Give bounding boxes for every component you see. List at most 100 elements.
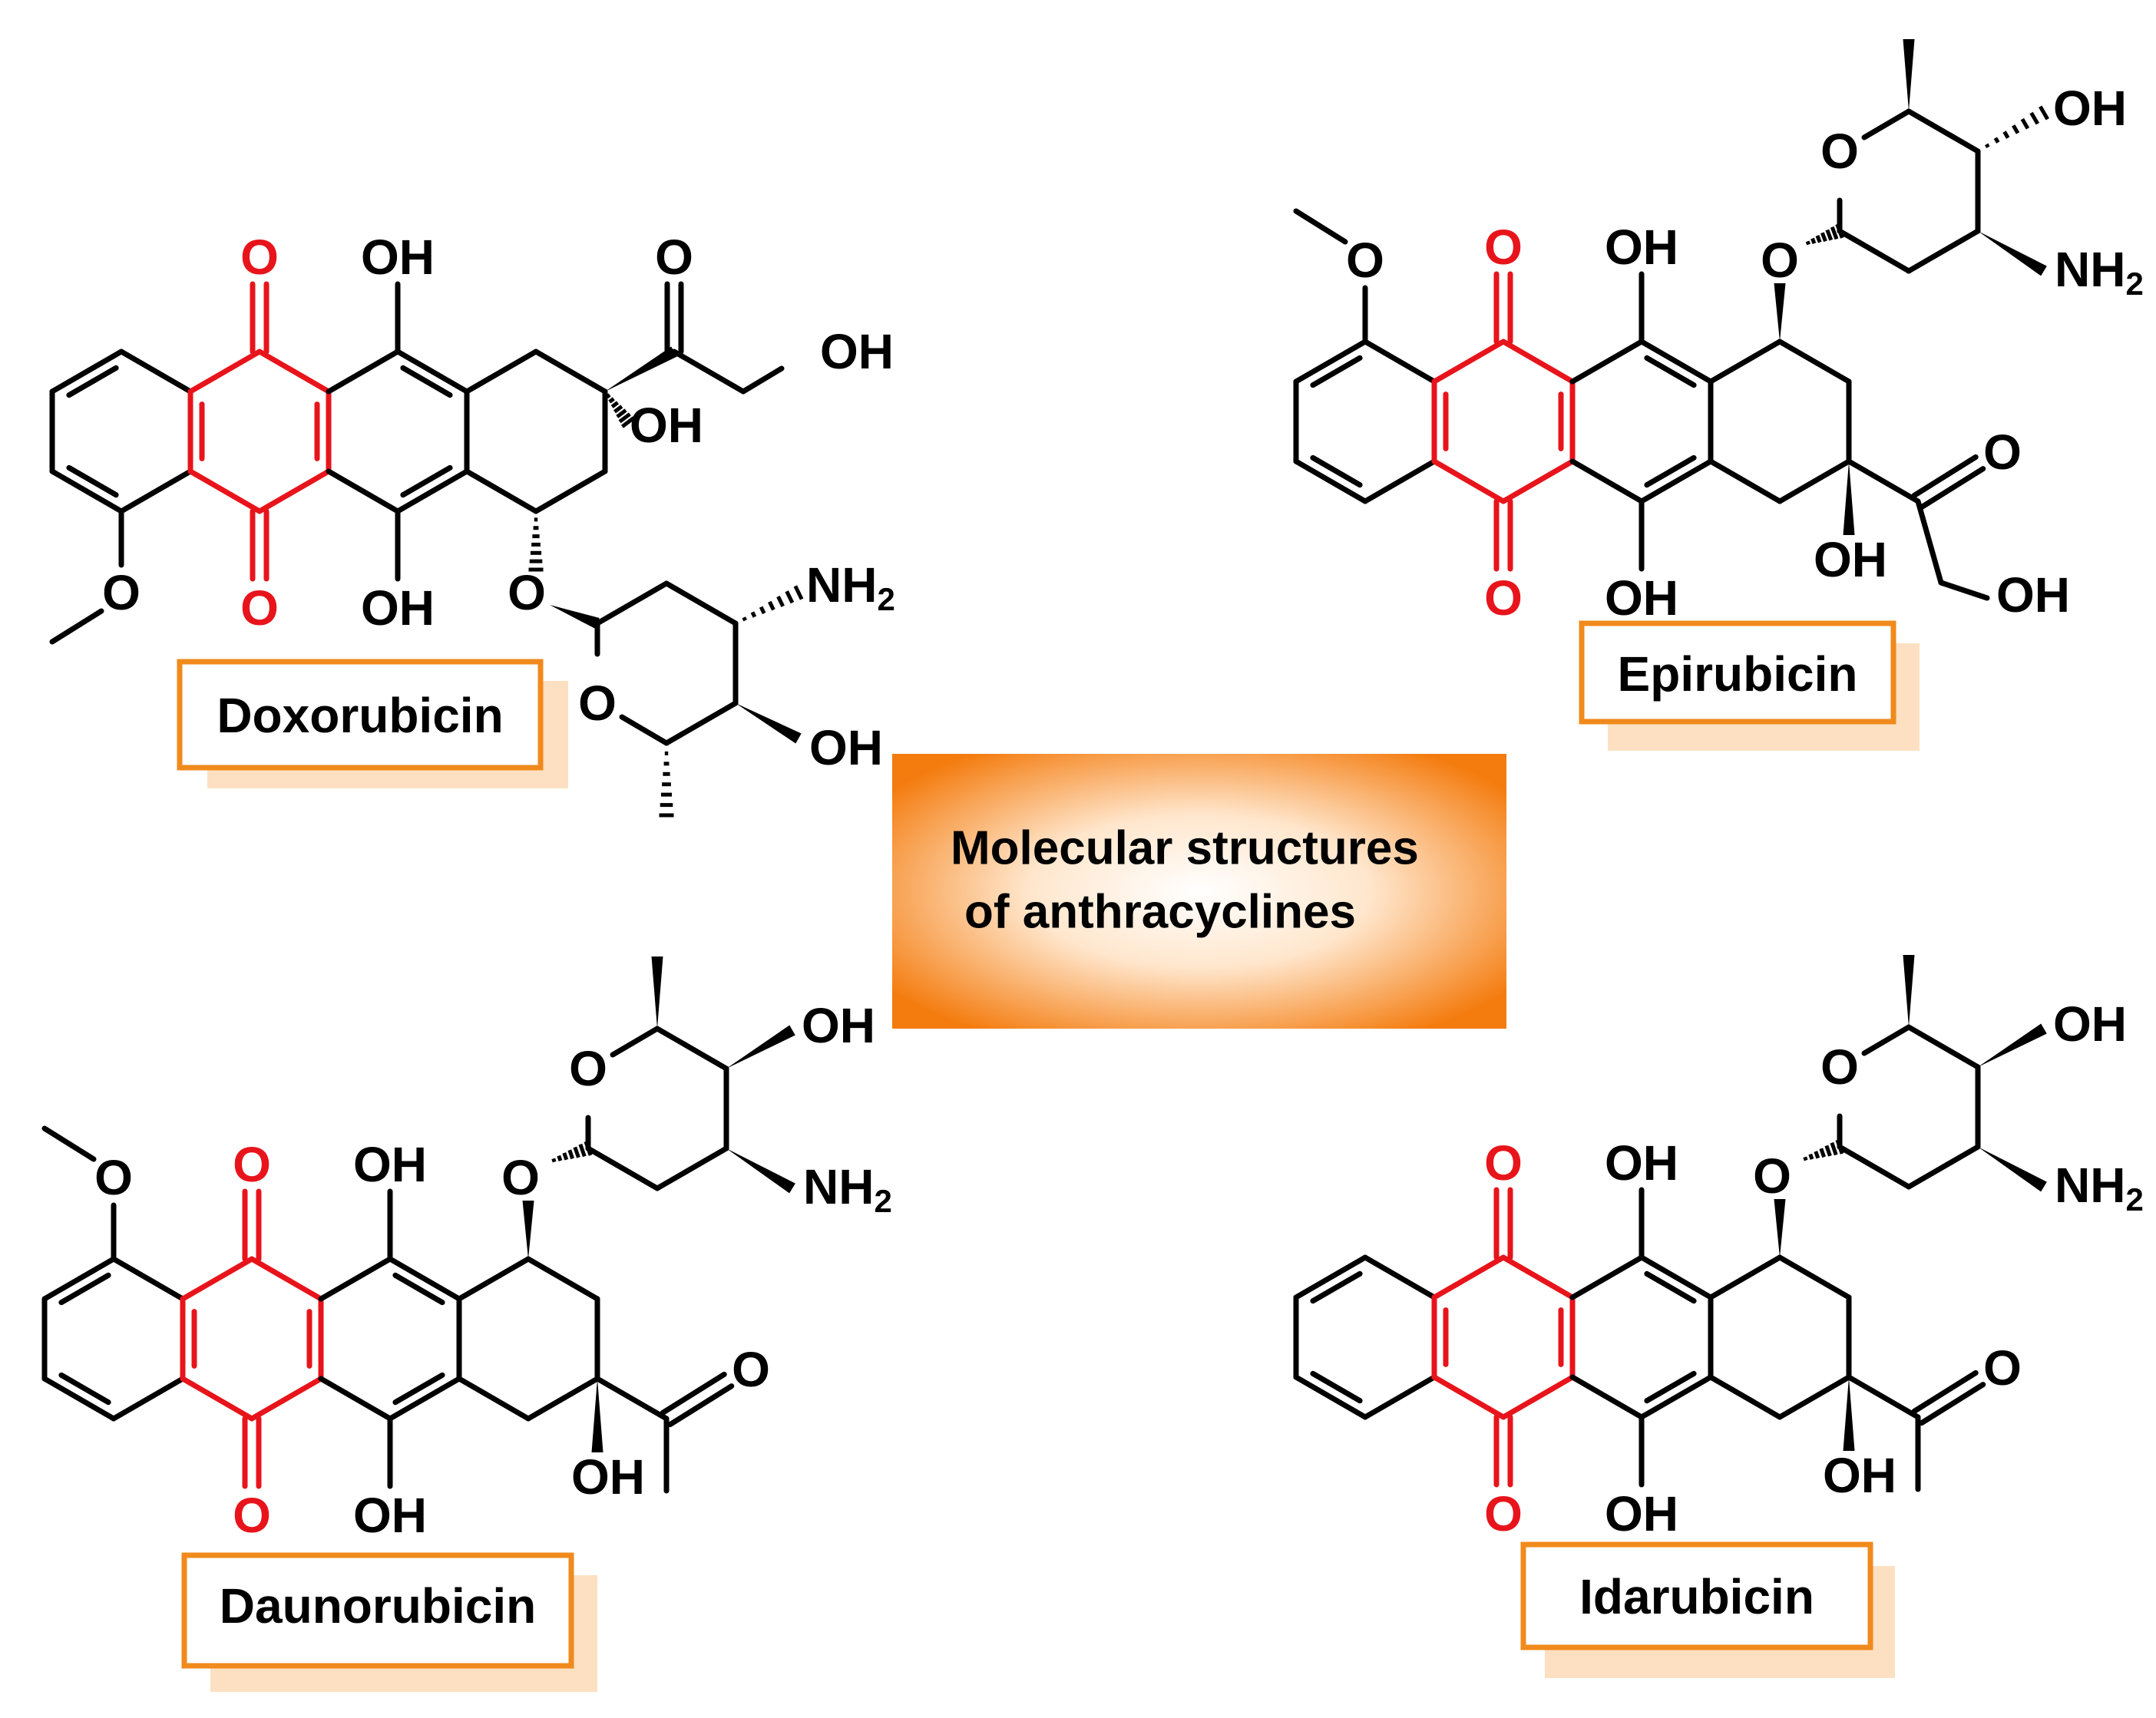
quinone-bond: [1431, 458, 1506, 504]
bond: [1638, 1374, 1714, 1420]
quinone-bond: [1500, 458, 1576, 504]
carbonyl-bond: [667, 1383, 735, 1428]
ring-a-bond: [118, 349, 193, 395]
bond: [610, 1026, 660, 1058]
quinone-bond: [1500, 339, 1576, 385]
bond: [1708, 339, 1783, 385]
bond: [1906, 1024, 1981, 1070]
primary-hydroxyl: OH: [1996, 567, 2070, 623]
hash-bond-segment: [2039, 105, 2049, 121]
hash-bond-segment: [1820, 232, 1827, 243]
drug-name-epirubicin: Epirubicin: [1618, 646, 1858, 702]
hash-bond-segment: [1824, 1145, 1832, 1157]
hash-bond-segment: [573, 1146, 580, 1158]
bond: [1638, 339, 1714, 385]
hash-bond-segment: [1819, 1148, 1826, 1158]
sugar-hydroxyl: OH: [2053, 81, 2127, 136]
phenol-oh-top: OH: [353, 1137, 427, 1192]
hash-bond-segment: [1825, 229, 1834, 241]
hash-bond-segment: [578, 1143, 587, 1158]
bond: [1846, 1374, 1921, 1420]
wedge-bond: [550, 605, 600, 629]
sugar-hydroxyl: OH: [2053, 996, 2127, 1052]
wedge-bond: [522, 1201, 534, 1259]
wedge-bond: [1774, 1199, 1786, 1257]
double-bond-inner: [66, 365, 119, 398]
quinone-oxygen-top: O: [1484, 1135, 1523, 1191]
double-bond-inner: [392, 1272, 445, 1306]
wedge-bond: [1774, 283, 1786, 342]
bond: [654, 1145, 729, 1191]
phenol-oh-top: OH: [1605, 1135, 1678, 1191]
bond: [395, 349, 470, 395]
bond: [387, 1256, 462, 1302]
ketone-oxygen: O: [1983, 1340, 2022, 1396]
methyl-bond: [49, 608, 104, 645]
glycosidic-oxygen: O: [1761, 233, 1799, 288]
nh2-subscript: 2: [874, 1183, 891, 1219]
wedge-bond: [591, 1379, 603, 1452]
double-bond-inner: [1310, 1270, 1363, 1304]
hash-bond-segment: [1830, 1141, 1838, 1156]
bond: [1708, 1254, 1783, 1300]
hash-bond-segment: [759, 606, 766, 615]
bond: [663, 700, 739, 746]
ring-a-bond: [49, 468, 124, 514]
wedge-bond: [1903, 39, 1915, 111]
bond: [387, 1376, 462, 1422]
label-doxorubicin: Doxorubicin: [177, 659, 568, 788]
glycosidic-oxygen: O: [501, 1150, 540, 1205]
sugar-amino: NH2: [803, 1159, 892, 1219]
bond: [533, 468, 608, 514]
bond: [1915, 498, 1944, 586]
bond: [1861, 108, 1912, 140]
glycosidic-oxygen: O: [508, 565, 546, 620]
quinone-bond: [1431, 1374, 1506, 1420]
bond: [1777, 1254, 1852, 1300]
double-bond-inner: [400, 365, 453, 398]
quinone-oxygen-top: O: [1484, 220, 1523, 275]
wedge-bond: [605, 346, 677, 392]
sugar-amino: NH2: [806, 557, 895, 617]
carbonyl-bond: [1919, 1382, 1986, 1426]
ring-oxygen: O: [569, 1041, 607, 1096]
quinone-oxygen-top: O: [233, 1137, 271, 1192]
quinone-bond: [187, 349, 263, 395]
bond: [1846, 458, 1921, 504]
hash-bond-segment: [606, 393, 611, 399]
methoxy-oxygen: O: [1346, 233, 1384, 288]
ring-oxygen: O: [578, 676, 617, 731]
bond: [525, 1376, 600, 1422]
wedge-bond: [1843, 461, 1855, 535]
quinone-oxygen-bottom: O: [233, 1488, 271, 1543]
sugar-amino: NH2: [2055, 242, 2144, 302]
double-bond-inner: [58, 1272, 111, 1306]
label-frame: [177, 659, 544, 771]
ring-a-bond: [1293, 1374, 1368, 1420]
carbonyl-bond: [1911, 1369, 1979, 1414]
hash-bond-segment: [750, 611, 757, 618]
hash-bond-segment: [613, 405, 623, 414]
bond: [1777, 1374, 1852, 1420]
tertiary-hydroxyl: OH: [571, 1449, 645, 1505]
bond: [1906, 108, 1981, 154]
bond: [1777, 458, 1852, 504]
hash-bond-segment: [793, 585, 804, 600]
wedge-bond: [651, 956, 663, 1029]
wedge-bond: [1978, 231, 2047, 276]
ring-a-bond: [1293, 1254, 1368, 1300]
title-background: [892, 754, 1506, 1029]
bond: [326, 468, 401, 514]
carbonyl-bond: [1919, 466, 1986, 510]
quinone-bond: [187, 468, 263, 514]
quinone-oxygen-bottom: O: [240, 580, 279, 636]
hash-bond-segment: [785, 590, 795, 604]
sugar-amino: NH2: [2055, 1158, 2144, 1217]
hash-bond-segment: [618, 412, 631, 424]
phenol-oh-bottom: OH: [353, 1488, 427, 1543]
phenol-oh-top: OH: [1605, 220, 1678, 275]
ketone-oxygen: O: [655, 230, 693, 285]
quinone-bond: [249, 1256, 324, 1302]
